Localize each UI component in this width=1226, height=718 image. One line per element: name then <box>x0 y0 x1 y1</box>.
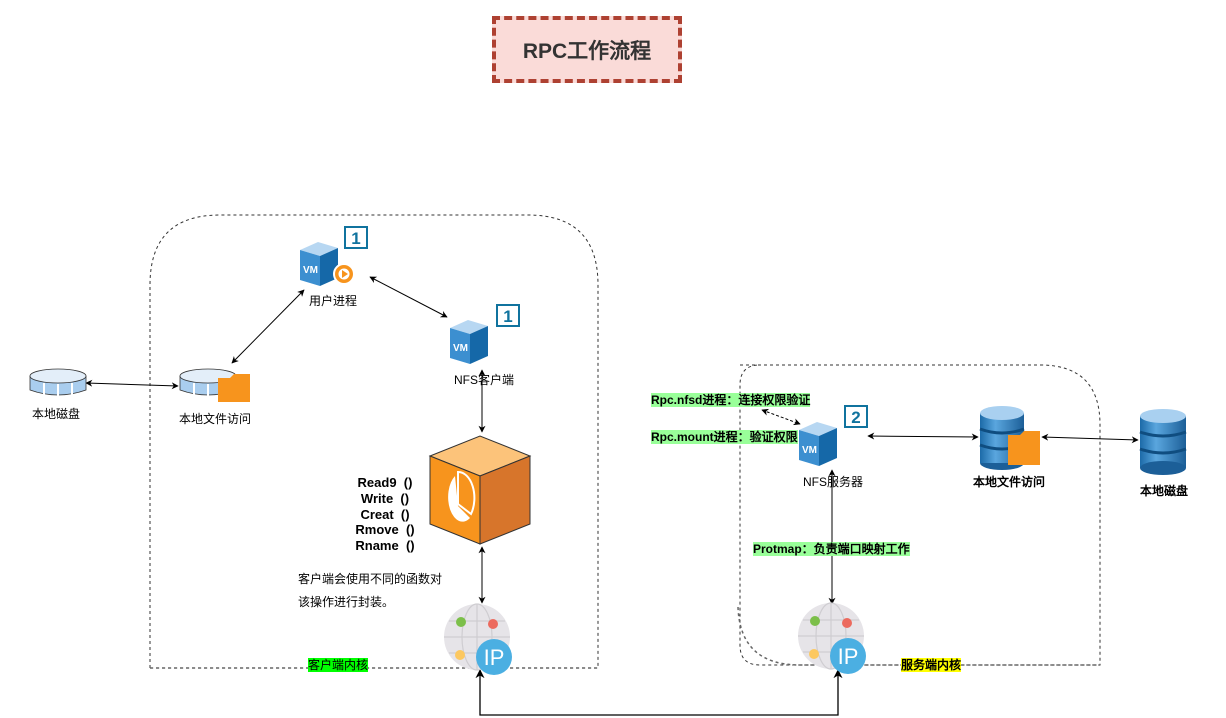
database-folder-icon[interactable] <box>979 406 1040 470</box>
client-local-disk-label: 本地磁盘 <box>31 407 81 421</box>
server-local-file-access-label: 本地文件访问 <box>972 475 1046 489</box>
vm-icon[interactable]: VM <box>450 320 488 364</box>
portmap-label: Protmap：负责端口映射工作 <box>753 542 910 556</box>
server-boundary-bottom <box>737 606 1100 666</box>
connector-nfsd-to-server <box>761 408 801 426</box>
note-line: 客户端会使用不同的函数对 <box>298 572 443 586</box>
connector-disk-to-fileaccess <box>85 379 179 390</box>
disk-icon[interactable] <box>29 368 87 397</box>
svg-text:IP: IP <box>838 644 859 669</box>
svg-text:IP: IP <box>484 645 505 670</box>
ip-globe-icon[interactable]: IP <box>798 602 866 674</box>
vm-icon[interactable]: VM <box>799 422 837 466</box>
svg-text:VM: VM <box>802 445 817 456</box>
rpc-function-cube-icon[interactable] <box>428 435 532 545</box>
function-item: Rmove () <box>355 522 415 538</box>
mount-process-label: Rpc.mount进程：验证权限 <box>651 430 798 444</box>
client-local-file-access-label: 本地文件访问 <box>178 412 252 426</box>
client-kernel-boundary <box>149 214 599 669</box>
server-kernel-label: 服务端内核 <box>901 658 962 672</box>
badge-1-user: 1 <box>344 226 368 249</box>
client-kernel-label: 客户端内核 <box>308 658 369 672</box>
svg-text:1: 1 <box>503 307 512 326</box>
connector-client-ip-to-server-ip <box>475 669 843 716</box>
disk-folder-icon[interactable] <box>179 368 250 402</box>
client-note: 客户端会使用不同的函数对 该操作进行封装。 <box>298 568 442 614</box>
function-item: Write () <box>360 490 410 506</box>
function-item: Rname () <box>355 538 415 554</box>
badge-2-nfs-server: 2 <box>844 405 868 428</box>
ip-globe-icon[interactable]: IP <box>444 603 512 675</box>
svg-text:1: 1 <box>351 229 360 248</box>
svg-text:VM: VM <box>453 343 468 354</box>
function-item: Read9 () <box>357 475 413 490</box>
note-line: 该操作进行封装。 <box>298 595 395 609</box>
server-local-disk-label: 本地磁盘 <box>1139 484 1189 498</box>
user-process-label: 用户进程 <box>308 294 358 308</box>
vm-play-icon[interactable]: VM <box>300 242 355 286</box>
connector-fileaccess-to-userprocess <box>231 289 305 364</box>
rpc-function-list: Read9 () Write () Creat () Rmove () Rnam… <box>340 475 430 554</box>
badge-1-nfs-client: 1 <box>496 304 520 327</box>
svg-text:2: 2 <box>851 408 860 427</box>
connector-userprocess-to-nfsclient <box>369 276 448 318</box>
page-title: RPC工作流程 <box>492 16 682 83</box>
connector-server-to-fileaccess <box>867 432 979 441</box>
database-icon[interactable] <box>1139 409 1187 475</box>
svg-text:VM: VM <box>303 265 318 276</box>
connector-fileaccess-to-disk <box>1041 433 1139 444</box>
server-kernel-boundary <box>739 364 1101 666</box>
function-item: Creat () <box>360 506 410 522</box>
nfsd-process-label: Rpc.nfsd进程：连接权限验证 <box>651 393 811 407</box>
nfs-client-label: NFS客户端 <box>453 373 515 387</box>
nfs-server-label: NFS服务器 <box>802 475 864 489</box>
